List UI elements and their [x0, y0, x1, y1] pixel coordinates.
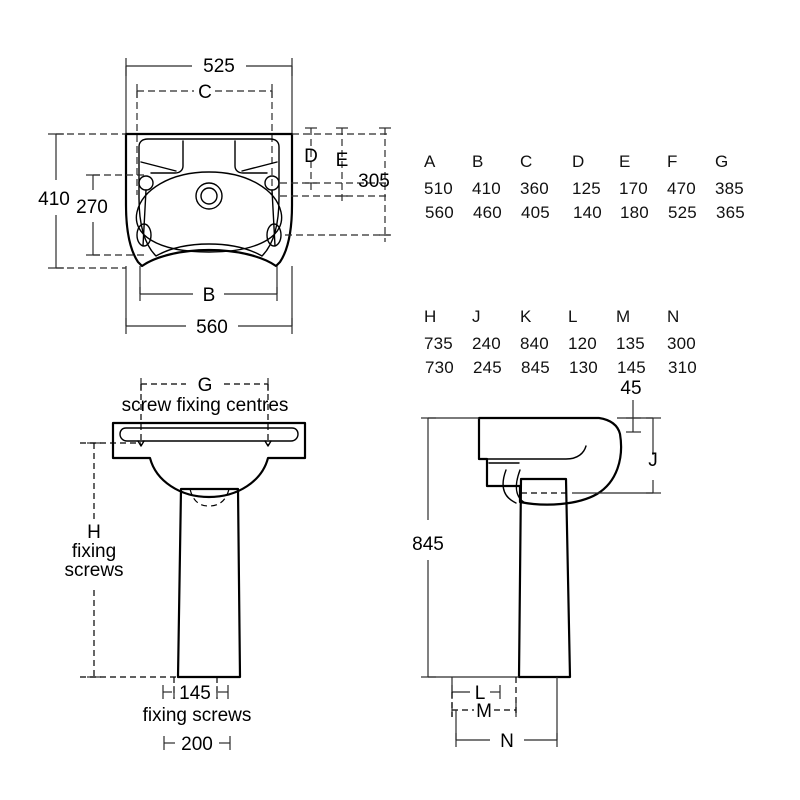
front-label-h: H [87, 522, 101, 543]
plan-label-d: D [304, 146, 318, 167]
cell-f-2: 525 [668, 203, 697, 222]
dimension-table-group1: A B C D E F G 510 410 360 125 170 470 [424, 152, 759, 224]
plan-view [48, 58, 391, 334]
plan-dim-525 [125, 58, 293, 134]
cell-b-2: 460 [473, 203, 502, 222]
front-dim-h [80, 442, 178, 678]
front-basin-outline [111, 421, 307, 499]
plan-label-410: 410 [38, 189, 70, 210]
front-dim-145 [162, 677, 229, 699]
table-row: 735 240 840 120 135 300 [424, 334, 712, 357]
front-label-145: 145 [179, 683, 211, 704]
cell-k-1: 840 [520, 334, 549, 353]
side-pedestal-outline [517, 477, 572, 679]
front-dim-200 [163, 736, 231, 750]
cell-a-1: 510 [424, 179, 453, 198]
cell-k-2: 845 [521, 358, 550, 377]
plan-label-270: 270 [76, 197, 108, 218]
side-label-j: J [648, 450, 658, 471]
side-dim-845 [421, 417, 519, 678]
table-header-h: H [424, 307, 437, 326]
front-label-screws: screws [64, 560, 123, 581]
table-header-b: B [472, 152, 484, 171]
front-dim-g [140, 378, 269, 446]
side-dim-j [572, 417, 661, 494]
plan-label-e: E [336, 150, 349, 171]
cell-m-1: 135 [616, 334, 645, 353]
cell-l-2: 130 [569, 358, 598, 377]
plan-label-b: B [203, 285, 216, 306]
cell-e-1: 170 [619, 179, 648, 198]
table-header-row: A B C D E F G [424, 152, 759, 179]
table-header-f: F [667, 152, 678, 171]
cell-h-1: 735 [424, 334, 453, 353]
plan-dim-560 [125, 266, 293, 334]
cell-e-2: 180 [620, 203, 649, 222]
front-label-screw-fixing-centres: screw fixing centres [122, 395, 289, 416]
front-label-200: 200 [181, 734, 213, 755]
side-basin-outline [477, 416, 623, 506]
plan-dim-c [136, 84, 273, 195]
cell-h-2: 730 [425, 358, 454, 377]
plan-label-c: C [198, 82, 212, 103]
side-dim-n [455, 677, 558, 747]
plan-label-560: 560 [196, 317, 228, 338]
drawing-labels: 525 C 410 270 D E 305 B 560 G screw fixi… [38, 56, 658, 755]
table-row: 730 245 845 130 145 310 [424, 357, 712, 379]
cell-d-1: 125 [572, 179, 601, 198]
side-label-m: M [476, 701, 492, 722]
front-elevation [80, 378, 307, 750]
table-header-d: D [572, 152, 585, 171]
plan-dim-right-group [280, 127, 391, 242]
cell-g-2: 365 [716, 203, 745, 222]
cell-d-2: 140 [573, 203, 602, 222]
cell-j-1: 240 [472, 334, 501, 353]
cell-l-1: 120 [568, 334, 597, 353]
table-row: 560 460 405 140 180 525 365 [424, 202, 759, 224]
table-header-row: H J K L M N [424, 307, 712, 334]
table-header-k: K [520, 307, 532, 326]
cell-c-1: 360 [520, 179, 549, 198]
cell-a-2: 560 [425, 203, 454, 222]
cell-n-1: 300 [667, 334, 696, 353]
table-header-e: E [619, 152, 631, 171]
dimension-table: A B C D E F G 510 410 360 125 170 470 [424, 92, 764, 419]
basin-outline [124, 132, 294, 268]
plan-dim-b [139, 266, 278, 301]
cell-m-2: 145 [617, 358, 646, 377]
table-header-n: N [667, 307, 680, 326]
side-label-l: L [475, 683, 486, 704]
front-label-g: G [198, 375, 213, 396]
side-label-45: 45 [620, 378, 641, 399]
cell-n-2: 310 [668, 358, 697, 377]
front-screw-marks [137, 440, 272, 447]
table-header-a: A [424, 152, 436, 171]
cell-b-1: 410 [472, 179, 501, 198]
table-header-g: G [715, 152, 729, 171]
front-label-fixing: fixing [72, 541, 116, 562]
cell-c-2: 405 [521, 203, 550, 222]
side-elevation [421, 400, 661, 747]
cell-g-1: 385 [715, 179, 744, 198]
plan-dim-410 [48, 133, 126, 269]
plan-label-525: 525 [203, 56, 235, 77]
front-pedestal-outline [176, 487, 242, 679]
cell-f-1: 470 [667, 179, 696, 198]
cell-j-2: 245 [473, 358, 502, 377]
front-label-fixing-screws: fixing screws [143, 705, 252, 726]
plan-dim-270 [86, 174, 146, 256]
table-header-m: M [616, 307, 631, 326]
table-row: 510 410 360 125 170 470 385 [424, 179, 759, 202]
dimension-table-group2: H J K L M N 735 240 840 120 135 300 [424, 307, 712, 379]
side-label-n: N [500, 731, 514, 752]
table-header-c: C [520, 152, 533, 171]
plan-label-305: 305 [358, 171, 390, 192]
side-label-845: 845 [412, 534, 444, 555]
table-header-l: L [568, 307, 578, 326]
table-header-j: J [472, 307, 481, 326]
